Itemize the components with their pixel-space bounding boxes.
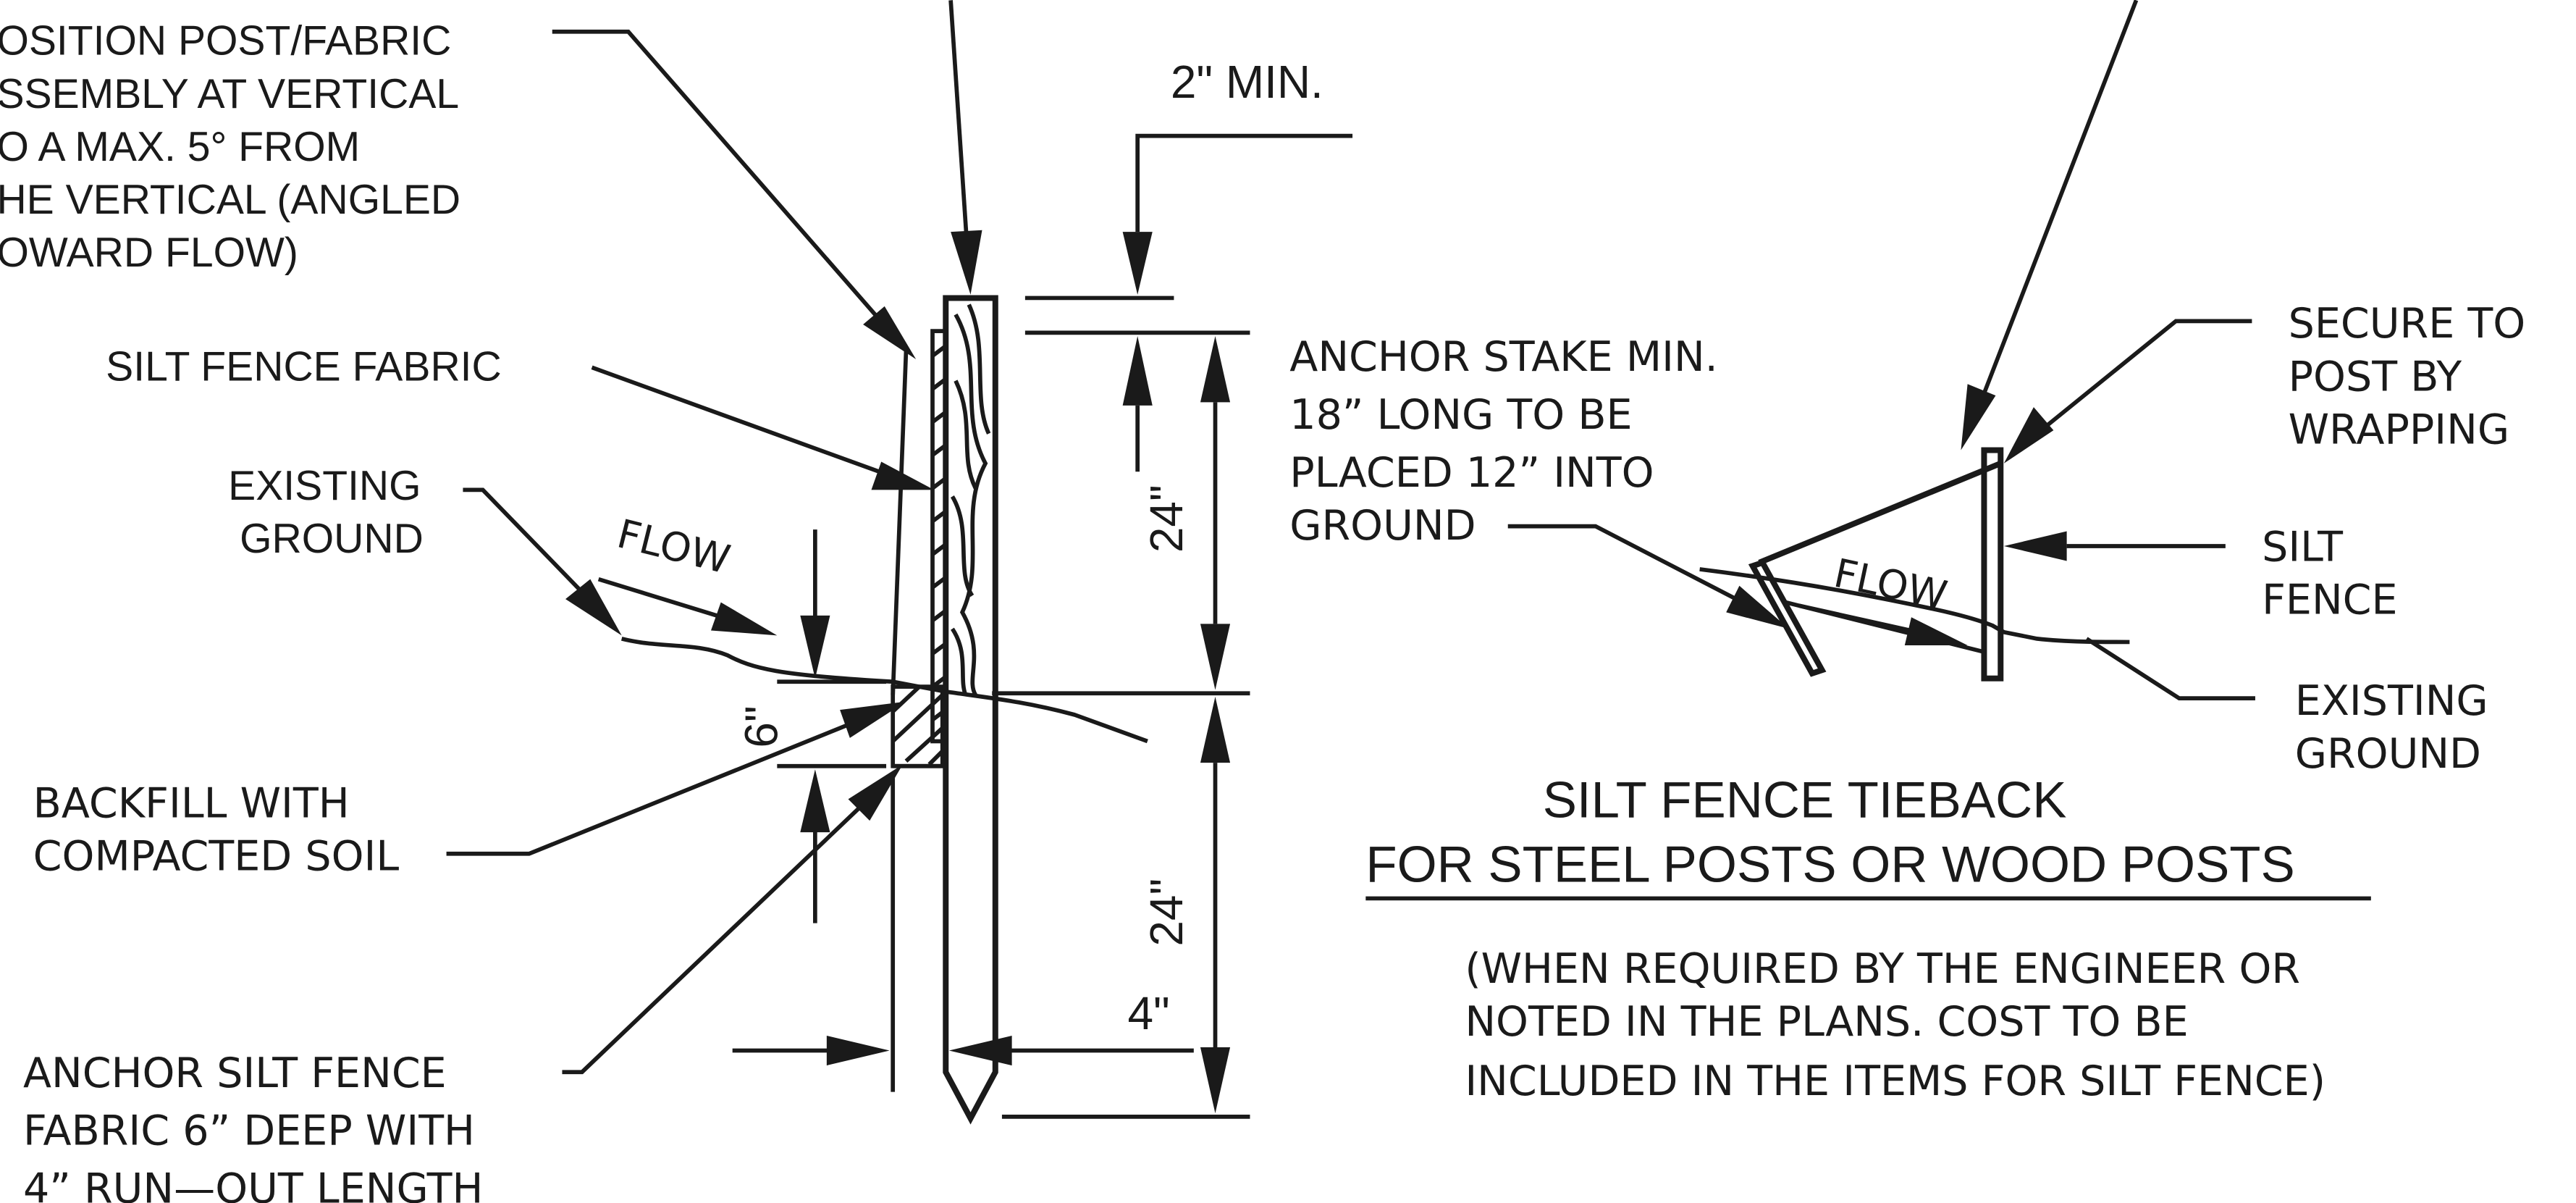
dim-lower-text: 24": [1140, 879, 1192, 947]
stake-note: ANCHOR STAKE MIN. 18” LONG TO BE PLACED …: [1289, 333, 1718, 550]
secure-leader: [2035, 319, 2252, 435]
position-note-line: OSITION POST/FABRIC: [0, 18, 451, 64]
wood-post: [943, 295, 998, 1125]
ground-label-line: GROUND: [2295, 730, 2481, 778]
flow-label-left: FLOW: [613, 511, 734, 583]
position-note-line: OWARD FLOW): [0, 230, 298, 276]
dim-upper-arrowhead-top: [1200, 335, 1231, 403]
flow-arrowhead-right: [1904, 617, 1968, 646]
stake-note-line: 18” LONG TO BE: [1289, 391, 1632, 439]
tieback-top-arrowhead: [1961, 384, 1996, 450]
dim-top-arrowhead: [1122, 232, 1153, 295]
flow-arrowhead-left: [710, 602, 778, 636]
backfill-label-line: COMPACTED SOIL: [33, 833, 400, 881]
tieback-ground-line: [1699, 567, 2130, 645]
anchor-fabric-line: ANCHOR SILT FENCE: [23, 1049, 447, 1097]
runout-arrowhead-left: [826, 1035, 890, 1066]
position-arrowhead: [863, 306, 917, 359]
tieback-note-line: NOTED IN THE PLANS. COST TO BE: [1465, 998, 2188, 1046]
ground-label-right: EXISTING GROUND: [2295, 677, 2488, 778]
fabric-leader: [591, 365, 894, 479]
flow-arrow-left: [597, 577, 728, 621]
stake-note-line: GROUND: [1289, 502, 1476, 550]
silt-fence-arrowhead: [2003, 531, 2067, 561]
dim-top-lower-arrowhead: [1122, 335, 1153, 406]
secure-arrowhead: [2003, 407, 2054, 464]
stake-leader: [1507, 524, 1738, 601]
tieback-note-line: INCLUDED IN THE ITEMS FOR SILT FENCE): [1465, 1057, 2325, 1105]
position-note: OSITION POST/FABRIC SSEMBLY AT VERTICAL …: [0, 18, 460, 276]
fence-fabric: [891, 329, 948, 744]
tieback-note: (WHEN REQUIRED BY THE ENGINEER OR NOTED …: [1465, 945, 2325, 1105]
fabric-arrowhead: [871, 461, 935, 490]
position-leader: [552, 29, 891, 332]
silt-fence-label-line: SILT: [2262, 524, 2344, 571]
depth-arrowhead-bottom: [800, 769, 830, 833]
existing-ground-line: [620, 637, 1148, 744]
anchor-fabric-line: 4” RUN—OUT LENGTH: [23, 1165, 484, 1203]
ground-label-line: EXISTING: [2295, 677, 2488, 725]
ground-leader-left: [463, 487, 597, 608]
backfill-arrowhead: [840, 701, 906, 738]
backfill-label: BACKFILL WITH COMPACTED SOIL: [33, 780, 400, 881]
dim-top-leader: [1135, 133, 1353, 232]
fabric-label: SILT FENCE FABRIC: [106, 344, 502, 390]
flow-arrow-right: [1798, 603, 1919, 634]
tieback-wire: [1758, 461, 2002, 566]
backfill-trench: [891, 684, 946, 768]
backfill-label-line: BACKFILL WITH: [33, 780, 350, 828]
secure-label-line: SECURE TO: [2289, 300, 2526, 348]
dim-upper-arrowhead-bottom: [1200, 624, 1231, 690]
anchor-fabric-line: FABRIC 6” DEEP WITH: [23, 1107, 475, 1155]
tieback-title-line2: FOR STEEL POSTS OR WOOD POSTS: [1365, 837, 2294, 894]
secure-label: SECURE TO POST BY WRAPPING: [2289, 300, 2526, 453]
ground-leader-right: [2085, 637, 2255, 700]
dim-lower-arrowhead-bottom: [1200, 1047, 1231, 1114]
runout-dim-text: 4": [1127, 987, 1169, 1039]
silt-fence-label-line: FENCE: [2262, 577, 2398, 624]
tieback-note-line: (WHEN REQUIRED BY THE ENGINEER OR: [1465, 945, 2300, 993]
position-note-line: SSEMBLY AT VERTICAL: [0, 71, 459, 117]
dim-lower-arrowhead-top: [1200, 696, 1231, 763]
secure-label-line: POST BY: [2289, 353, 2462, 401]
ground-label-left: EXISTING GROUND: [228, 463, 424, 562]
tieback-title-line1: SILT FENCE TIEBACK: [1543, 772, 2067, 829]
tieback-top-leader: [1975, 0, 2139, 411]
post-leader-line: [948, 0, 969, 249]
dim-top-text: 2" MIN.: [1171, 56, 1323, 108]
dim-upper-text: 24": [1140, 485, 1192, 553]
depth-arrowhead-top: [800, 615, 830, 679]
backfill-leader: [446, 719, 858, 856]
ground-label-line: EXISTING: [228, 463, 421, 509]
secure-label-line: WRAPPING: [2289, 406, 2509, 453]
ground-arrowhead-left: [565, 579, 622, 636]
silt-fence-label: SILT FENCE: [2262, 524, 2398, 624]
anchor-stake: [1748, 558, 1827, 677]
anchor-fabric-arrowhead: [848, 764, 903, 821]
ground-label-line: GROUND: [240, 516, 424, 562]
depth-dim-text: 6": [735, 705, 787, 747]
flow-label-right: FLOW: [1830, 550, 1951, 619]
position-note-line: O A MAX. 5° FROM: [0, 124, 360, 170]
tieback-fence-post: [1981, 447, 2004, 682]
position-note-line: HE VERTICAL (ANGLED: [0, 177, 460, 223]
runout-arrowhead-right: [948, 1035, 1012, 1066]
anchor-fabric-label: ANCHOR SILT FENCE FABRIC 6” DEEP WITH 4”…: [23, 1049, 484, 1203]
stake-note-line: PLACED 12” INTO: [1289, 449, 1654, 497]
anchor-fabric-leader: [562, 805, 862, 1075]
post-arrowhead: [951, 230, 982, 295]
stake-note-line: ANCHOR STAKE MIN.: [1289, 333, 1718, 381]
stake-arrowhead: [1726, 585, 1789, 629]
